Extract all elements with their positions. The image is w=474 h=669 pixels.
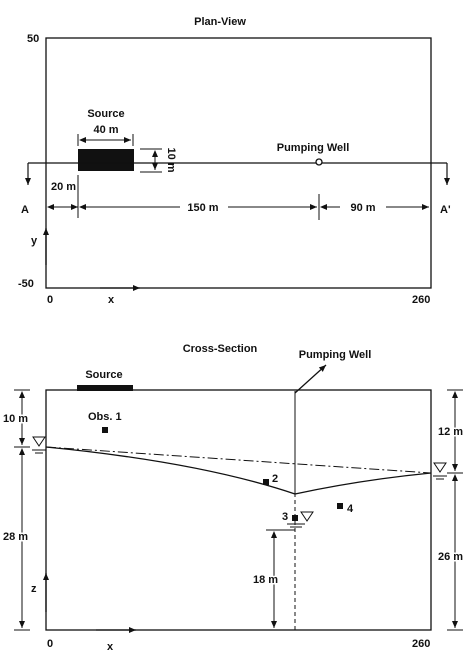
- obs4-marker: [337, 503, 343, 509]
- plan-y-min-label: -50: [18, 278, 34, 290]
- plan-x-max-label: 260: [412, 294, 430, 306]
- drawdown-cone: [45, 446, 432, 495]
- plan-y-max-label: 50: [27, 33, 39, 45]
- dim-right-label: 90 m: [350, 202, 375, 214]
- dim-left-label: 20 m: [51, 181, 76, 193]
- plan-view-title: Plan-View: [194, 16, 246, 28]
- obs2-label: 2: [272, 473, 278, 485]
- plan-y-axis-label: y: [31, 235, 38, 247]
- cs-x-min-label: 0: [47, 638, 53, 650]
- initial-water-table: [45, 446, 432, 474]
- obs1-label: Obs. 1: [88, 411, 122, 423]
- cs-source-area: [77, 385, 133, 391]
- obs4-label: 4: [347, 503, 354, 515]
- section-start-label: A: [21, 204, 29, 216]
- well-screen-label: 18 m: [253, 574, 278, 586]
- right-top-label: 12 m: [438, 426, 463, 438]
- cross-section: Cross-Section Source Pumping Well: [2, 343, 465, 653]
- plan-x-min-label: 0: [47, 294, 53, 306]
- left-water-level-icon: [32, 436, 46, 454]
- plan-source-height-label: 10 m: [165, 147, 177, 172]
- cs-source-label: Source: [85, 369, 122, 381]
- obs3-label: 3: [282, 511, 288, 523]
- plan-source-width-label: 40 m: [93, 124, 118, 136]
- plan-source-label: Source: [87, 108, 124, 120]
- obs2-marker: [263, 479, 269, 485]
- left-bottom-label: 28 m: [3, 531, 28, 543]
- well-water-level-icon: [287, 511, 314, 528]
- left-top-label: 10 m: [3, 413, 28, 425]
- dim-middle-label: 150 m: [187, 202, 218, 214]
- cs-x-axis-label: x: [107, 641, 114, 653]
- cs-well-arrow: [294, 364, 327, 394]
- cs-x-max-label: 260: [412, 638, 430, 650]
- section-end-label: A': [440, 204, 451, 216]
- cross-section-frame: [45, 389, 432, 631]
- cs-z-axis-label: z: [31, 583, 37, 595]
- plan-x-axis-label: x: [108, 294, 115, 306]
- right-bottom-label: 26 m: [438, 551, 463, 563]
- plan-well-label: Pumping Well: [277, 142, 350, 154]
- obs1-marker: [102, 427, 108, 433]
- plan-source-area: [78, 149, 134, 171]
- cs-well-label: Pumping Well: [299, 349, 372, 361]
- plan-pumping-well: [315, 158, 323, 166]
- cross-section-title: Cross-Section: [183, 343, 258, 355]
- obs3-marker: [292, 515, 298, 521]
- right-water-level-icon: [433, 462, 447, 480]
- plan-view: Plan-View 50 -50 0 260 y x Source 40 m 1…: [18, 16, 451, 306]
